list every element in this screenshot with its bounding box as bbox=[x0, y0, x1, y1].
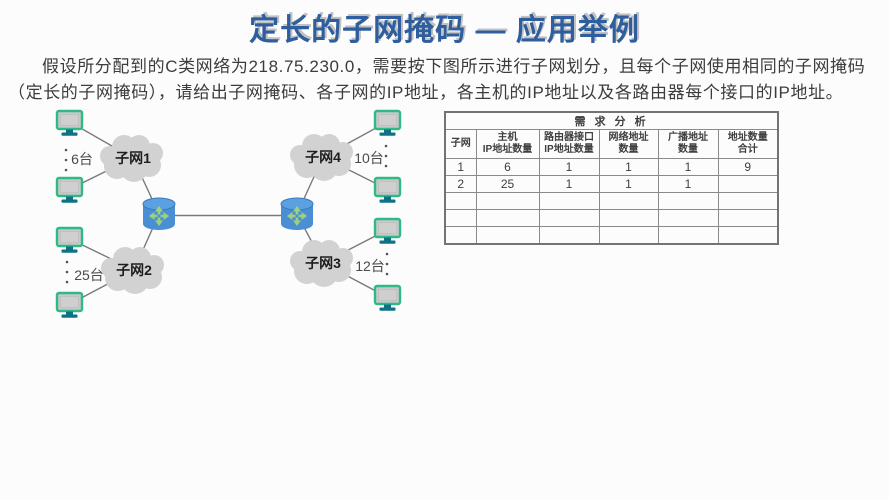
router-icon-left bbox=[142, 197, 176, 231]
table-cell bbox=[538, 192, 600, 210]
col-header-text: 路由器接口 bbox=[544, 132, 594, 143]
table-cell: 1 bbox=[657, 175, 719, 193]
table-cell: 1 bbox=[538, 158, 600, 176]
computer-icon bbox=[373, 217, 402, 245]
table-cell bbox=[444, 209, 477, 227]
table-cell: 1 bbox=[598, 175, 659, 193]
col-header-broadcast-addr-count: 广播地址 数量 bbox=[657, 129, 719, 159]
table-cell bbox=[598, 192, 659, 210]
table-cell: 9 bbox=[717, 158, 779, 176]
col-header-text: IP地址数量 bbox=[482, 144, 533, 155]
col-header-text: 数量 bbox=[678, 144, 698, 155]
computer-icon bbox=[373, 284, 402, 312]
col-header-network-addr-count: 网络地址 数量 bbox=[598, 129, 659, 159]
col-header-text: 子网 bbox=[450, 138, 471, 149]
col-header-addr-total: 地址数量 合计 bbox=[717, 129, 779, 159]
table-cell: 1 bbox=[444, 158, 477, 176]
table-cell: 2 bbox=[444, 175, 477, 193]
table-cell bbox=[657, 226, 719, 245]
col-header-router-if-ip-count: 路由器接口 IP地址数量 bbox=[538, 129, 600, 159]
table-cell: 6 bbox=[475, 158, 540, 176]
col-header-text: 主机 bbox=[497, 132, 518, 143]
computer-icon bbox=[55, 109, 84, 137]
table-row: 2 25 1 1 1 bbox=[444, 175, 779, 193]
router-icon-right bbox=[280, 197, 314, 231]
table-cell bbox=[598, 226, 659, 245]
subnet1-label: 子网1 bbox=[115, 150, 151, 166]
table-cell bbox=[475, 226, 540, 245]
table-cell bbox=[657, 209, 719, 227]
table-cell bbox=[717, 192, 779, 210]
table-cell bbox=[538, 226, 600, 245]
col-header-subnet: 子网 bbox=[444, 129, 477, 159]
subnet2-host-count: 25台 bbox=[74, 267, 104, 283]
computer-icon bbox=[55, 291, 84, 319]
table-cell bbox=[444, 226, 477, 245]
computer-icon bbox=[55, 226, 84, 254]
subnet2-label: 子网2 bbox=[116, 262, 152, 278]
col-header-text: 网络地址 bbox=[608, 132, 649, 143]
intro-text-line1: 假设所分配到的C类网络为218.75.230.0，需要按下图所示进行子网划分，且… bbox=[42, 57, 866, 76]
page-title: 定长的子网掩码 — 应用举例 bbox=[249, 14, 640, 47]
table-title: 需 求 分 析 bbox=[444, 111, 779, 130]
table-cell: 1 bbox=[538, 175, 600, 193]
network-diagram: 子网1 子网2 子网4 子网3 6台 25台 10台 12台 bbox=[55, 109, 402, 319]
table-cell bbox=[538, 209, 600, 227]
table-cell bbox=[444, 192, 477, 210]
subnet4-label: 子网4 bbox=[305, 149, 341, 165]
table-row bbox=[444, 209, 779, 227]
table-cell: 1 bbox=[598, 158, 659, 176]
subnet3-label: 子网3 bbox=[305, 255, 341, 271]
subnet1-host-count: 6台 bbox=[71, 151, 93, 167]
computer-icon bbox=[55, 176, 84, 204]
table-cell bbox=[598, 209, 659, 227]
table-cell bbox=[657, 192, 719, 210]
intro-text-line2: （定长的子网掩码），请给出子网掩码、各子网的IP地址，各主机的IP地址以及各路由… bbox=[8, 83, 844, 102]
col-header-host-ip-count: 主机 IP地址数量 bbox=[475, 129, 540, 159]
subnet3-host-count: 12台 bbox=[355, 258, 385, 274]
col-header-text: 地址数量 bbox=[727, 132, 768, 143]
col-header-text: IP地址数量 bbox=[544, 144, 594, 155]
table-cell bbox=[475, 192, 540, 210]
col-header-text: 合计 bbox=[737, 144, 758, 155]
table-cell: 1 bbox=[657, 158, 719, 176]
ellipsis-dots bbox=[64, 144, 389, 284]
subnet4-host-count: 10台 bbox=[354, 150, 384, 166]
table-row bbox=[444, 226, 779, 245]
table-cell bbox=[717, 226, 779, 245]
table-cell bbox=[717, 209, 779, 227]
table-row: 1 6 1 1 1 9 bbox=[444, 158, 779, 176]
col-header-text: 数量 bbox=[618, 144, 639, 155]
computer-icon bbox=[373, 176, 402, 204]
table-cell: 25 bbox=[475, 175, 540, 193]
table-cell bbox=[717, 175, 779, 193]
computer-icon bbox=[373, 109, 402, 137]
col-header-text: 广播地址 bbox=[668, 132, 708, 143]
table-row bbox=[444, 192, 779, 210]
table-cell bbox=[475, 209, 540, 227]
requirements-table: 需 求 分 析 子网 主机 IP地址数量 路由器接口 IP地址数量 网络地址 数… bbox=[444, 111, 780, 245]
